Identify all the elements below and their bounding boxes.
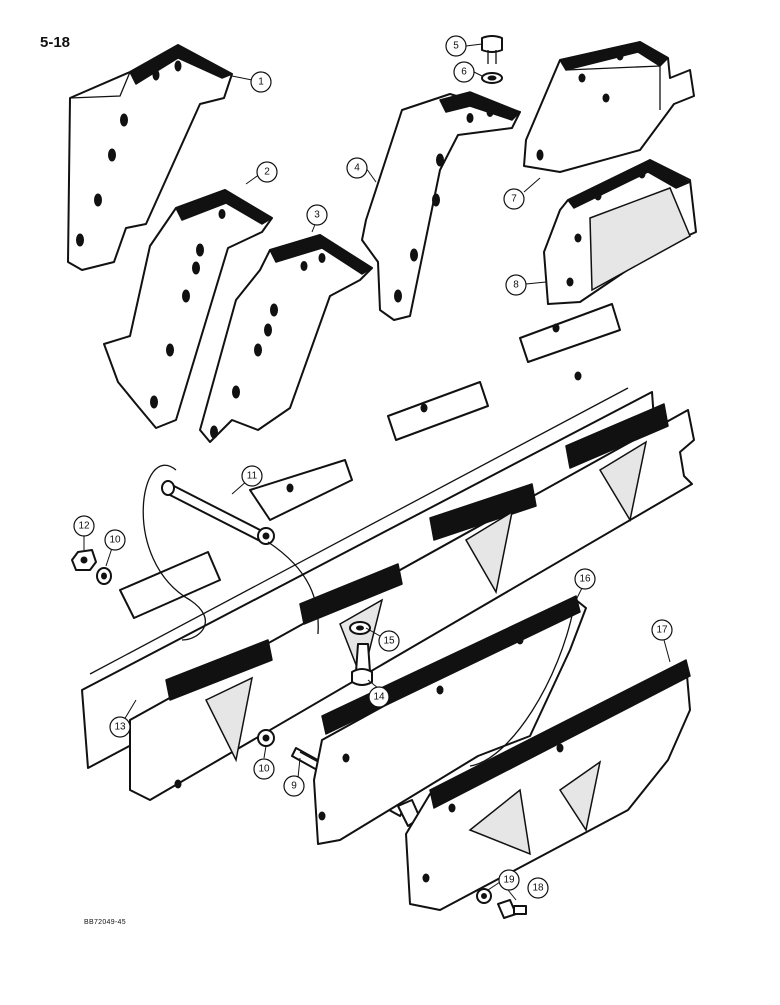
- callout-3: 3: [306, 204, 328, 226]
- callout-1-label: 1: [258, 77, 264, 88]
- callout-6-label: 6: [461, 67, 467, 78]
- callout-5-label: 5: [453, 41, 459, 52]
- callout-12-label: 12: [78, 521, 90, 532]
- callout-5: 5: [445, 35, 467, 57]
- callout-10-upper-label: 10: [109, 535, 121, 546]
- washer-part-6: [481, 72, 503, 84]
- callout-6: 6: [453, 61, 475, 83]
- callout-15: 15: [378, 630, 400, 652]
- callout-9-label: 9: [291, 781, 297, 792]
- rail-front-assembly: [129, 403, 695, 801]
- callout-4: 4: [346, 157, 368, 179]
- callout-19-label: 19: [503, 875, 515, 886]
- callout-17: 17: [651, 619, 673, 641]
- callout-17-label: 17: [656, 625, 668, 636]
- bracket-part-3: [199, 234, 373, 443]
- callout-18: 18: [527, 877, 549, 899]
- washer-part-10-upper: [96, 567, 112, 585]
- bolt-part-14: [351, 643, 373, 686]
- callout-16: 16: [574, 568, 596, 590]
- callout-2-label: 2: [264, 167, 270, 178]
- block-part-8: [543, 159, 697, 305]
- page-number: 5-18: [40, 34, 71, 51]
- bolt-part-18: [497, 899, 527, 919]
- callout-14: 14: [368, 686, 390, 708]
- washer-part-19: [476, 888, 492, 904]
- callout-4-label: 4: [354, 163, 360, 174]
- block-part-7: [523, 41, 695, 173]
- callout-15-label: 15: [383, 636, 395, 647]
- callout-14-label: 14: [373, 692, 385, 703]
- callout-10-lower: 10: [253, 758, 275, 780]
- callout-9: 9: [283, 775, 305, 797]
- callout-10-upper: 10: [104, 529, 126, 551]
- bolt-part-5: [481, 35, 503, 64]
- callout-19: 19: [498, 869, 520, 891]
- washer-part-10-lower: [257, 729, 275, 747]
- callout-11-label: 11: [247, 471, 258, 482]
- callout-18-label: 18: [532, 883, 544, 894]
- callout-11: 11: [241, 465, 263, 487]
- nut-part-12: [71, 549, 97, 571]
- callout-16-label: 16: [579, 574, 591, 585]
- bracket-part-2: [103, 189, 273, 429]
- callout-7: 7: [503, 188, 525, 210]
- bracket-part-1: [67, 44, 233, 271]
- rail-section-part-17: [405, 659, 691, 911]
- callout-13-label: 13: [114, 722, 126, 733]
- callout-1: 1: [250, 71, 272, 93]
- callout-8: 8: [505, 274, 527, 296]
- callout-2: 2: [256, 161, 278, 183]
- figure-code: BB72049-45: [84, 919, 126, 926]
- callout-8-label: 8: [513, 280, 519, 291]
- callout-10-lower-label: 10: [258, 764, 270, 775]
- callout-13: 13: [109, 716, 131, 738]
- pin-part-11: [142, 464, 319, 641]
- callout-3-label: 3: [314, 210, 320, 221]
- bracket-part-4: [361, 91, 521, 321]
- callout-12: 12: [73, 515, 95, 537]
- washer-part-15: [349, 621, 371, 635]
- callout-7-label: 7: [511, 194, 517, 205]
